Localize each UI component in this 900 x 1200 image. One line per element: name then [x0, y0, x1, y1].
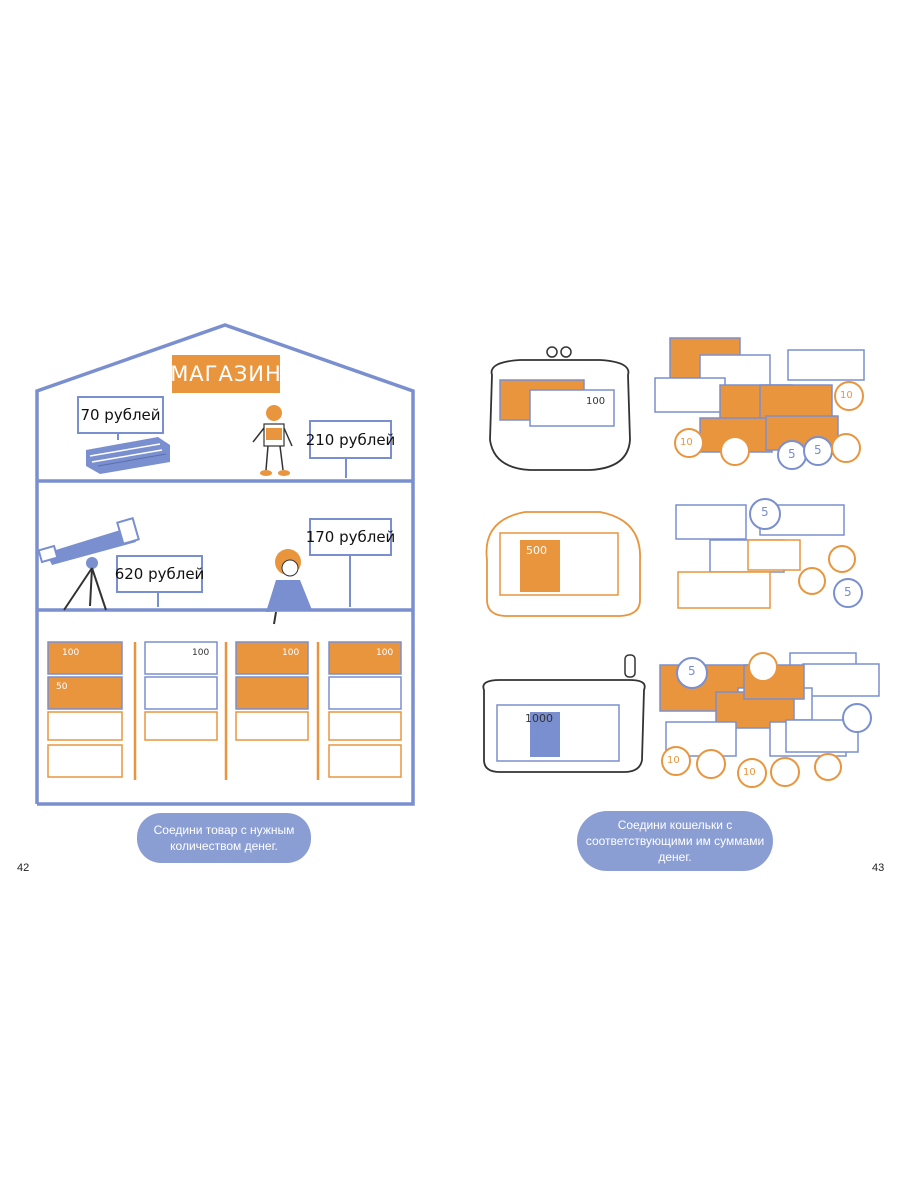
price-tag-doll: 170 рублей — [306, 518, 395, 556]
instruction-right: Соедини кошельки с соответствующими им с… — [577, 811, 773, 871]
book-icon — [86, 437, 170, 474]
purse-2 — [485, 511, 641, 617]
money-pile-3 — [659, 652, 880, 788]
purse-1 — [489, 346, 631, 471]
note-label: 100 — [282, 648, 300, 658]
note-label: 50 — [56, 682, 68, 692]
doll-icon — [266, 549, 312, 625]
price-tag-book: 70 рублей — [77, 396, 164, 434]
note-label: 1000 — [525, 712, 553, 725]
money-pile-1 — [654, 337, 865, 470]
price-tag-telescope: 620 рублей — [115, 555, 204, 593]
robot-icon — [252, 405, 293, 476]
note-label: 500 — [526, 544, 547, 557]
note-label: 100 — [62, 648, 80, 658]
note-label: 100 — [376, 648, 394, 658]
note-label: 100 — [192, 648, 210, 658]
money-pile-2 — [675, 498, 863, 609]
shop-house — [35, 323, 415, 806]
shop-sign: МАГАЗИН — [170, 355, 281, 393]
coin-label: 10 — [680, 437, 693, 448]
coin-label: 5 — [788, 447, 796, 461]
coin-label: 10 — [743, 767, 756, 778]
page-number-right: 43 — [872, 862, 885, 874]
telescope-icon — [37, 516, 140, 611]
drawer-money — [47, 641, 402, 778]
price-tag-robot: 210 рублей — [306, 420, 395, 459]
coin-label: 5 — [844, 585, 852, 599]
coin-label: 5 — [688, 664, 696, 678]
note-label: 100 — [586, 396, 606, 407]
coin-label: 5 — [814, 443, 822, 457]
coin-label: 10 — [840, 390, 853, 401]
page-number-left: 42 — [17, 862, 30, 874]
instruction-left: Соедини товар с нужным количеством денег… — [137, 813, 311, 863]
pencil-case — [482, 654, 646, 773]
coin-label: 5 — [761, 505, 769, 519]
coin-label: 10 — [667, 755, 680, 766]
